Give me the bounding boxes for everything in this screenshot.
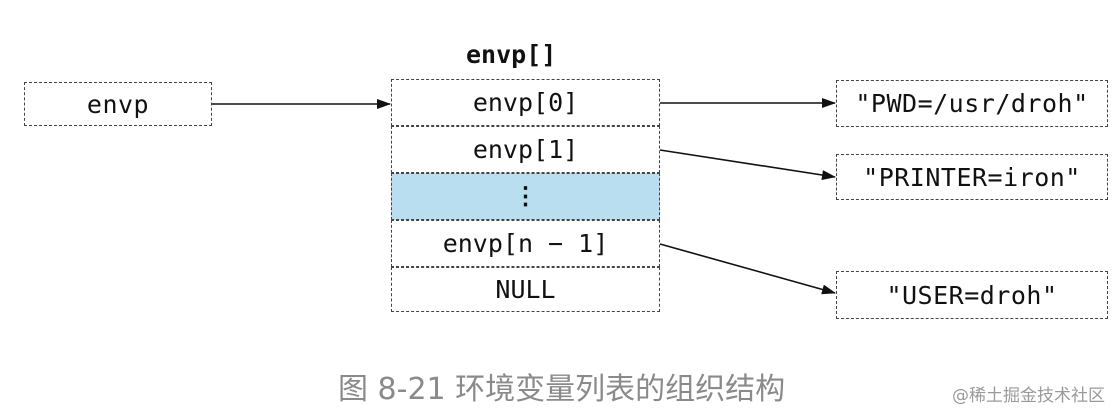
array-title: envp[] — [466, 40, 557, 69]
array-cell-null: NULL — [391, 267, 660, 312]
string-box-printer: "PRINTER=iron" — [836, 154, 1108, 200]
envp-pointer-box: envp — [24, 82, 212, 126]
array-cell-envp-1: envp[1] — [391, 126, 660, 173]
arrow-envpn1-to-user — [659, 243, 836, 295]
vertical-ellipsis: ⋮ — [513, 181, 538, 210]
array-cell-envp-0: envp[0] — [391, 79, 660, 126]
watermark: @稀土掘金技术社区 — [952, 386, 1105, 406]
array-cell-envp-n-1: envp[n − 1] — [391, 220, 660, 267]
array-cell-ellipsis: ⋮ — [391, 173, 660, 220]
string-box-pwd: "PWD=/usr/droh" — [836, 80, 1108, 127]
string-box-user: "USER=droh" — [836, 271, 1108, 319]
arrow-envp1-to-printer — [659, 149, 836, 180]
figure-caption: 图 8-21 环境变量列表的组织结构 — [338, 372, 786, 407]
